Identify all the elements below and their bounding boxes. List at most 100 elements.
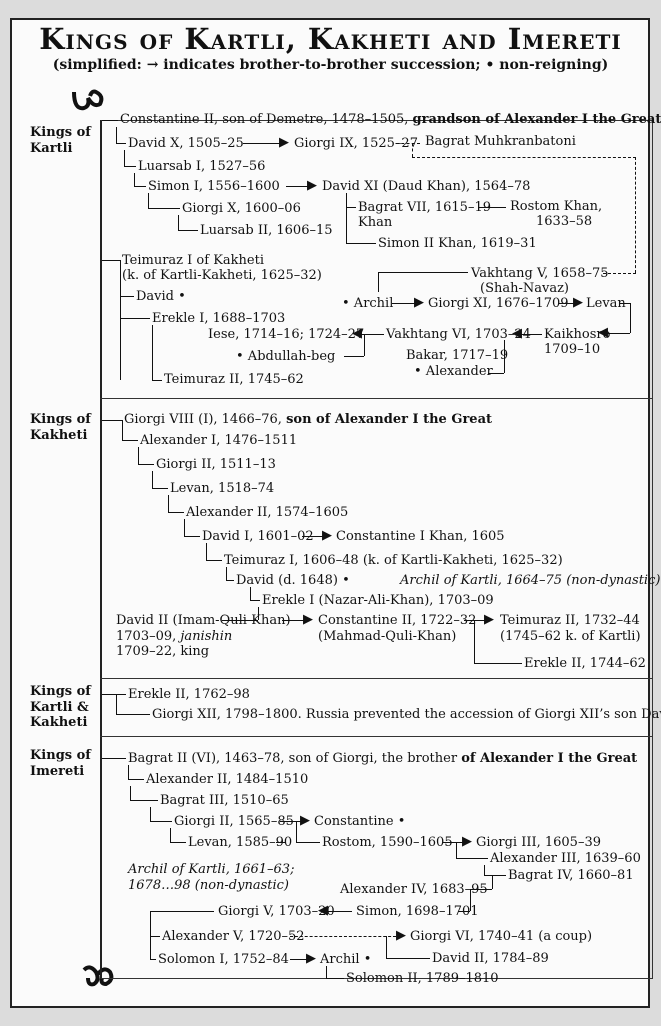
connector <box>178 215 179 230</box>
connector <box>116 714 150 715</box>
node-rostom-khan: Rostom Khan, <box>510 199 602 214</box>
node-giorgi-viii: Giorgi VIII (I), 1466–76, son of Alexand… <box>124 412 492 427</box>
dashed-link <box>396 143 420 144</box>
node-giorgi-iii: Giorgi III, 1605–39 <box>476 835 601 850</box>
connector <box>148 193 149 208</box>
arrow-head-icon: ▶ <box>279 135 289 150</box>
connector <box>122 440 138 441</box>
node-giorgi-ii: Giorgi II, 1511–13 <box>156 457 276 472</box>
note-archil-kakheti: Archil of Kartli, 1664–75 (non-dynastic) <box>400 573 660 588</box>
arrow-head-icon: ▶ <box>300 813 310 828</box>
section-label-imereti: Kings of Imereti <box>30 748 102 779</box>
connector <box>152 325 153 380</box>
connector <box>456 858 488 859</box>
connector <box>170 842 186 843</box>
connector <box>148 208 180 209</box>
connector <box>152 488 168 489</box>
connector <box>102 420 122 421</box>
connector <box>488 373 504 374</box>
connector <box>138 464 154 465</box>
connector <box>378 272 379 292</box>
node-giorgi-xii: Giorgi XII, 1798–1800. Russia prevented … <box>152 707 661 722</box>
connector <box>378 272 468 273</box>
node-alexander-iii: Alexander III, 1639–60 <box>490 851 641 866</box>
page-title: Kings of Kartli, Kakheti and Imereti <box>0 22 661 56</box>
connector <box>296 821 297 842</box>
node-text: Bagrat II (VI), 1463–78, son of Giorgi, … <box>128 751 457 766</box>
connector <box>178 230 198 231</box>
connector <box>184 536 200 537</box>
node-text-bold: of Alexander I the Great <box>461 751 637 766</box>
connector <box>474 620 475 663</box>
node-vakhtang-v: Vakhtang V, 1658–75 <box>471 266 609 281</box>
connector <box>484 875 506 876</box>
node-bagrat-muhkranbatoni: Bagrat Muhkranbatoni <box>425 134 576 149</box>
node-vakhtang-v-alias: (Shah-Navaz) <box>480 281 569 296</box>
arrow-head-icon: ▶ <box>322 528 332 543</box>
connector <box>150 911 214 912</box>
node-david-ii-imereti: David II, 1784–89 <box>432 951 549 966</box>
node-alexander-iv: Alexander IV, 1683–95 <box>340 882 488 897</box>
connector <box>128 765 129 779</box>
section-label-kartli: Kings of Kartli <box>30 125 102 156</box>
node-vakhtang-vi: Vakhtang VI, 1703–24 <box>386 327 531 342</box>
connector <box>206 543 207 560</box>
connector <box>470 889 492 890</box>
connector <box>102 260 120 261</box>
dashed-link <box>290 936 396 937</box>
connector <box>150 959 156 960</box>
node-kaikhosro: Kaikhosro <box>544 327 610 342</box>
node-levan-kakheti: Levan, 1518–74 <box>170 481 274 496</box>
node-solomon-ii: Solomon II, 1789–1810 <box>346 971 499 986</box>
node-teimuraz-i-kakheti: Teimuraz I of Kakheti <box>122 253 264 268</box>
connector <box>250 587 251 600</box>
connector <box>346 207 356 208</box>
arrow-head-icon: ▶ <box>396 928 406 943</box>
node-constantine-i-khan: Constantine I Khan, 1605 <box>336 529 505 544</box>
node-bagrat-vii: Bagrat VII, 1615–19 <box>358 200 491 215</box>
node-constantine-ii-alias: (Mahmad-Quli-Khan) <box>318 629 456 644</box>
node-david-nonreigning: David • <box>136 289 186 304</box>
connector <box>492 875 493 889</box>
node-teimuraz-i-note: (k. of Kartli-Kakheti, 1625–32) <box>122 268 322 283</box>
connector <box>346 193 347 243</box>
node-rostom-khan-years: 1633–58 <box>536 214 592 229</box>
connector <box>276 842 286 843</box>
arrow-line <box>478 207 506 208</box>
ornament-top-icon <box>70 86 104 119</box>
node-alexander-ii-kakheti: Alexander II, 1574–1605 <box>186 505 348 520</box>
connector <box>130 786 131 800</box>
connector <box>152 380 162 381</box>
node-giorgi-xi: Giorgi XI, 1676–1709 <box>428 296 569 311</box>
section-label-kakheti: Kings of Kakheti <box>30 412 102 443</box>
node-bagrat-vii-khan: Khan <box>358 215 392 230</box>
connector <box>102 694 126 695</box>
connector <box>102 120 118 121</box>
connector <box>124 150 125 166</box>
node-simon: Simon, 1698–1701 <box>356 904 479 919</box>
node-giorgi-v: Giorgi V, 1703–20 <box>218 904 335 919</box>
connector <box>386 936 387 958</box>
connector <box>116 143 126 144</box>
node-constantine-ii-kakheti: Constantine II, 1722–32 <box>318 613 476 628</box>
connector <box>130 800 158 801</box>
connector <box>296 842 320 843</box>
connector <box>120 296 134 297</box>
divider-kakheti-kk <box>100 678 653 679</box>
node-iese: Iese, 1714–16; 1724–27 <box>208 327 364 342</box>
node-alexander-ii-imereti: Alexander II, 1484–1510 <box>146 772 308 787</box>
connector <box>150 821 172 822</box>
node-david-ii-king: 1709–22, king <box>116 644 209 659</box>
node-erekle-i: Erekle I, 1688–1703 <box>152 311 285 326</box>
connector <box>124 166 136 167</box>
arrow-head-icon: ▶ <box>306 951 316 966</box>
node-text: 1703–09, <box>116 629 176 644</box>
node-david-ii-kakheti: David II (Imam-Quli-Khan) <box>116 613 291 628</box>
dashed-link <box>412 157 636 158</box>
node-constantine-ii: Constantine II, son of Demetre, 1478–150… <box>120 112 661 127</box>
connector <box>386 958 430 959</box>
node-teimuraz-i-kakheti: Teimuraz I, 1606–48 (k. of Kartli-Kakhet… <box>224 553 563 568</box>
connector <box>504 340 505 373</box>
node-erekle-ii-kakheti: Erekle II, 1744–62 <box>524 656 646 671</box>
connector <box>344 356 364 357</box>
